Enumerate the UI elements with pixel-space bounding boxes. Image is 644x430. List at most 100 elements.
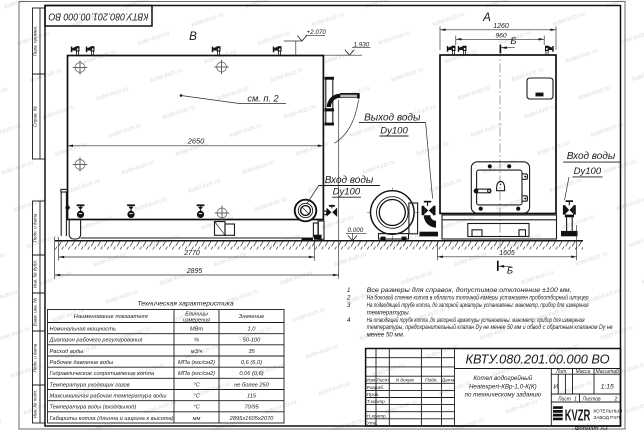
dim-1605: 1605 <box>437 225 578 261</box>
logo-subtext: КОТЕЛЬНЫЙ <box>594 407 623 414</box>
spec-header: измерения <box>183 317 210 323</box>
spec-name: Рабочее давление воды <box>50 360 115 366</box>
spec-unit: % <box>194 338 199 344</box>
spec-name: Расход воды <box>50 349 84 355</box>
tb-col-header: Изм <box>366 378 376 384</box>
dim-text: 2650 <box>187 137 206 146</box>
spec-name: Гидравлическое сопротивление котла <box>50 371 155 377</box>
inlet-label-text: Вход воды <box>567 151 616 162</box>
inlet-dn-text: Dy100 <box>574 166 602 177</box>
boiler-base-side <box>68 219 325 242</box>
outlet-label: Выход воды Dy100 <box>359 112 433 199</box>
spec-header: Наименование показателя <box>74 314 148 320</box>
outlet-connection <box>419 200 438 237</box>
dim-960: 960 <box>455 33 545 45</box>
boiler-base-front <box>441 214 558 240</box>
company-logo: KVZR КОТЕЛЬНЫЙ ЗАВОД РЭП <box>552 406 623 425</box>
elevation-top: +2.070 <box>284 29 326 56</box>
margin-label: Инв. № подл. <box>33 390 38 419</box>
tb-lit-label: Лит. <box>555 369 568 375</box>
spec-value: не более 250 <box>234 382 270 388</box>
spec-name: Габариты котла (длинна и ширина к высота… <box>50 416 174 422</box>
door-bolt <box>507 164 512 169</box>
spec-value: 2895х1605х2070 <box>229 416 274 422</box>
spec-unit: МПа (кгс/см2) <box>178 360 215 366</box>
dim-text: 1260 <box>493 23 509 30</box>
outlet-dn-text: Dy100 <box>380 126 408 137</box>
see-note-callout: см. п. 2 <box>179 93 286 104</box>
spec-value: 50-100 <box>243 338 262 344</box>
spec-value: 1,0 <box>248 326 257 332</box>
inlet-label-main: Вход воды Dy100 <box>306 175 380 204</box>
door-bolt <box>487 164 492 169</box>
outlet-label-text: Выход воды <box>364 112 421 123</box>
door-latch-icon <box>496 180 506 192</box>
doc-name-line: по техническому заданию <box>465 392 542 399</box>
note-number: 2 <box>346 294 351 301</box>
note-text: температуры. <box>367 309 411 316</box>
doc-name-line: Heatexpert-КВр-1,0-К(К) <box>469 383 537 390</box>
spec-unit: °С <box>193 405 200 411</box>
front-view <box>367 45 578 252</box>
dim-text: 2770 <box>183 250 200 257</box>
margin-label: Инв. № дубл. <box>33 260 38 288</box>
dim-2895: 2895 <box>54 100 340 279</box>
inlet-flange <box>293 198 318 223</box>
notes: 1 Все размеры для справок, допустимое от… <box>346 287 613 339</box>
spec-unit: м3/ч <box>191 349 203 355</box>
door-bolt <box>516 206 521 211</box>
margin-label: Подп. и дата <box>33 213 38 242</box>
section-mark-top: Б <box>499 36 517 54</box>
spec-name: Температура уходящих газов <box>50 382 130 388</box>
door-hinge <box>522 173 528 180</box>
elevation-text: 0.000 <box>348 227 364 234</box>
elevation-zero: 0.000 <box>346 227 367 242</box>
dim-2770: 2770 <box>58 237 315 261</box>
format-label: Формат А3 <box>575 427 608 430</box>
tb-col-header: N докум. <box>396 378 415 384</box>
boiler-body-side <box>66 54 325 221</box>
spec-value: 35 <box>248 349 255 355</box>
note-text: На подводящей трубе котла, до запорной а… <box>367 302 590 309</box>
dim-text: 2895 <box>186 268 203 275</box>
margin-column: Перв. примен. Справ. № Подп. и дата Инв.… <box>32 7 46 424</box>
note-text: температуры, предохранительный клапан Dу… <box>367 324 614 331</box>
dim-2650: 2650 <box>67 137 324 148</box>
spec-value: 70/95 <box>244 405 259 411</box>
title-designation: КВТУ.080.201.00.000 ВО <box>466 353 610 367</box>
margin-label: Перв. примен. <box>33 26 38 57</box>
ground-line <box>55 240 583 250</box>
margin-label: Подп. и дата <box>33 343 38 372</box>
door-bolt <box>478 206 483 211</box>
spec-name: Номинальная мощность <box>50 326 116 332</box>
tb-sheet-label: Лист <box>557 396 571 402</box>
spec-value: 115 <box>247 394 257 400</box>
furnace-door <box>470 161 531 214</box>
view-label-a: А <box>482 12 491 24</box>
margin-cell-sprav-no: Справ. № <box>32 73 46 160</box>
section-label-text: Б <box>507 266 513 277</box>
spec-name: Диапазон рабочего регулирования <box>49 338 143 344</box>
logo-flag-icon <box>552 406 563 421</box>
spec-table: Техническая характеристика Наименование … <box>47 301 285 424</box>
note-number: 1 <box>347 287 350 294</box>
tb-col-header: Подп. <box>425 378 438 384</box>
tb-col-header: Дата <box>441 378 455 384</box>
spec-value: 0,6 (6,0) <box>241 360 262 366</box>
control-panel <box>526 77 554 100</box>
inlet-label-front: Вход воды Dy100 <box>563 151 620 201</box>
spec-unit: мм <box>193 416 201 422</box>
spec-table-title: Техническая характеристика <box>137 301 233 308</box>
outlet-pipe-assembly <box>324 76 360 144</box>
dim-1260: 1260 <box>439 23 557 50</box>
elevation-text: 1.930 <box>354 41 370 48</box>
tb-sheet-value: 1 <box>574 396 577 402</box>
main-view <box>60 45 360 242</box>
elevation-pipe: 1.930 <box>323 41 371 56</box>
margin-label: Взам. инв. № <box>33 298 38 326</box>
tb-row-label: Н.контр. <box>367 413 387 419</box>
margin-label: Справ. № <box>33 106 38 127</box>
tb-scale-value: 1:15 <box>601 384 614 391</box>
logo-text: KVZR <box>565 408 591 425</box>
